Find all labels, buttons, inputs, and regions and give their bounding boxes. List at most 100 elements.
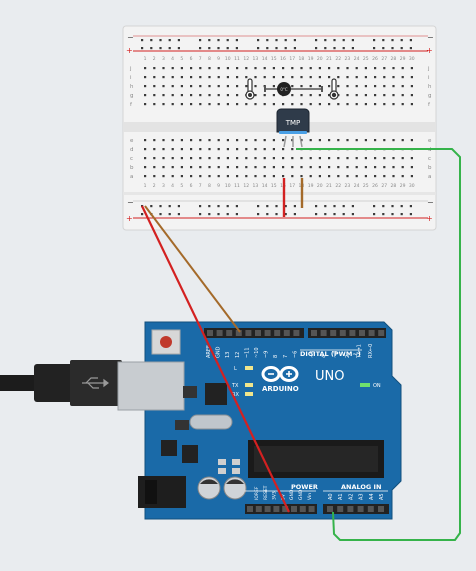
breadboard-hole[interactable]: [236, 157, 239, 160]
breadboard-hole[interactable]: [226, 175, 229, 178]
breadboard-hole[interactable]: [208, 148, 211, 151]
rail-hole[interactable]: [315, 47, 318, 50]
header-pin[interactable]: [299, 506, 306, 512]
rail-hole[interactable]: [217, 205, 220, 208]
header-pin[interactable]: [378, 506, 384, 512]
breadboard-hole[interactable]: [236, 76, 239, 79]
header-pin[interactable]: [264, 506, 271, 512]
rail-hole[interactable]: [235, 213, 238, 216]
breadboard-hole[interactable]: [153, 148, 156, 151]
breadboard-hole[interactable]: [245, 166, 248, 169]
rail-hole[interactable]: [150, 205, 153, 208]
breadboard-hole[interactable]: [346, 166, 349, 169]
rail-hole[interactable]: [284, 205, 287, 208]
breadboard-hole[interactable]: [208, 175, 211, 178]
header-pin[interactable]: [330, 330, 337, 336]
breadboard-hole[interactable]: [217, 157, 220, 160]
breadboard-hole[interactable]: [199, 85, 202, 88]
breadboard-hole[interactable]: [300, 94, 303, 97]
rail-hole[interactable]: [150, 39, 153, 42]
breadboard-hole[interactable]: [171, 139, 174, 142]
breadboard-hole[interactable]: [171, 157, 174, 160]
header-pin[interactable]: [255, 506, 262, 512]
breadboard-hole[interactable]: [236, 175, 239, 178]
breadboard-hole[interactable]: [300, 166, 303, 169]
breadboard-hole[interactable]: [309, 85, 312, 88]
breadboard-hole[interactable]: [199, 139, 202, 142]
breadboard-hole[interactable]: [328, 85, 331, 88]
breadboard-hole[interactable]: [162, 94, 165, 97]
breadboard-hole[interactable]: [282, 148, 285, 151]
rail-hole[interactable]: [284, 39, 287, 42]
header-pin[interactable]: [327, 506, 333, 512]
breadboard-hole[interactable]: [236, 166, 239, 169]
breadboard-hole[interactable]: [144, 67, 147, 70]
breadboard-hole[interactable]: [282, 166, 285, 169]
rail-hole[interactable]: [351, 213, 354, 216]
header-pin[interactable]: [368, 330, 375, 336]
breadboard-hole[interactable]: [374, 175, 377, 178]
breadboard-hole[interactable]: [291, 175, 294, 178]
breadboard-hole[interactable]: [346, 139, 349, 142]
rail-hole[interactable]: [409, 205, 412, 208]
breadboard-hole[interactable]: [383, 139, 386, 142]
wire-brown-gnd[interactable]: [144, 205, 241, 333]
breadboard-hole[interactable]: [208, 139, 211, 142]
breadboard-hole[interactable]: [392, 175, 395, 178]
breadboard-hole[interactable]: [309, 103, 312, 106]
breadboard-hole[interactable]: [337, 67, 340, 70]
breadboard-hole[interactable]: [374, 157, 377, 160]
breadboard-hole[interactable]: [318, 85, 321, 88]
breadboard-hole[interactable]: [180, 139, 183, 142]
breadboard-hole[interactable]: [374, 85, 377, 88]
breadboard-hole[interactable]: [272, 148, 275, 151]
breadboard-hole[interactable]: [364, 139, 367, 142]
breadboard-hole[interactable]: [401, 175, 404, 178]
rail-hole[interactable]: [141, 39, 144, 42]
breadboard-hole[interactable]: [392, 139, 395, 142]
breadboard-hole[interactable]: [236, 94, 239, 97]
breadboard-hole[interactable]: [401, 139, 404, 142]
breadboard-hole[interactable]: [162, 67, 165, 70]
breadboard-hole[interactable]: [208, 166, 211, 169]
breadboard-hole[interactable]: [245, 157, 248, 160]
breadboard-hole[interactable]: [374, 76, 377, 79]
breadboard-hole[interactable]: [190, 157, 193, 160]
breadboard-hole[interactable]: [153, 85, 156, 88]
rail-hole[interactable]: [293, 213, 296, 216]
breadboard-hole[interactable]: [328, 166, 331, 169]
breadboard-hole[interactable]: [208, 85, 211, 88]
breadboard-hole[interactable]: [263, 157, 266, 160]
breadboard-hole[interactable]: [337, 76, 340, 79]
breadboard-hole[interactable]: [410, 139, 413, 142]
breadboard-hole[interactable]: [337, 139, 340, 142]
breadboard-hole[interactable]: [226, 85, 229, 88]
breadboard-hole[interactable]: [282, 175, 285, 178]
breadboard-hole[interactable]: [190, 85, 193, 88]
rail-hole[interactable]: [199, 213, 202, 216]
breadboard-hole[interactable]: [272, 85, 275, 88]
breadboard-hole[interactable]: [217, 175, 220, 178]
rail-hole[interactable]: [266, 205, 269, 208]
breadboard-hole[interactable]: [236, 139, 239, 142]
breadboard-hole[interactable]: [180, 103, 183, 106]
breadboard-hole[interactable]: [282, 157, 285, 160]
breadboard-hole[interactable]: [217, 67, 220, 70]
breadboard-hole[interactable]: [346, 157, 349, 160]
rail-hole[interactable]: [351, 205, 354, 208]
rail-hole[interactable]: [293, 47, 296, 50]
breadboard-hole[interactable]: [272, 175, 275, 178]
rail-hole[interactable]: [168, 47, 171, 50]
breadboard-hole[interactable]: [291, 76, 294, 79]
rail-hole[interactable]: [373, 213, 376, 216]
breadboard-hole[interactable]: [171, 166, 174, 169]
breadboard-hole[interactable]: [392, 85, 395, 88]
breadboard-hole[interactable]: [401, 157, 404, 160]
header-pin[interactable]: [349, 330, 356, 336]
breadboard-hole[interactable]: [300, 175, 303, 178]
rail-hole[interactable]: [382, 213, 385, 216]
rail-hole[interactable]: [168, 39, 171, 42]
breadboard-hole[interactable]: [254, 148, 257, 151]
rail-hole[interactable]: [373, 39, 376, 42]
